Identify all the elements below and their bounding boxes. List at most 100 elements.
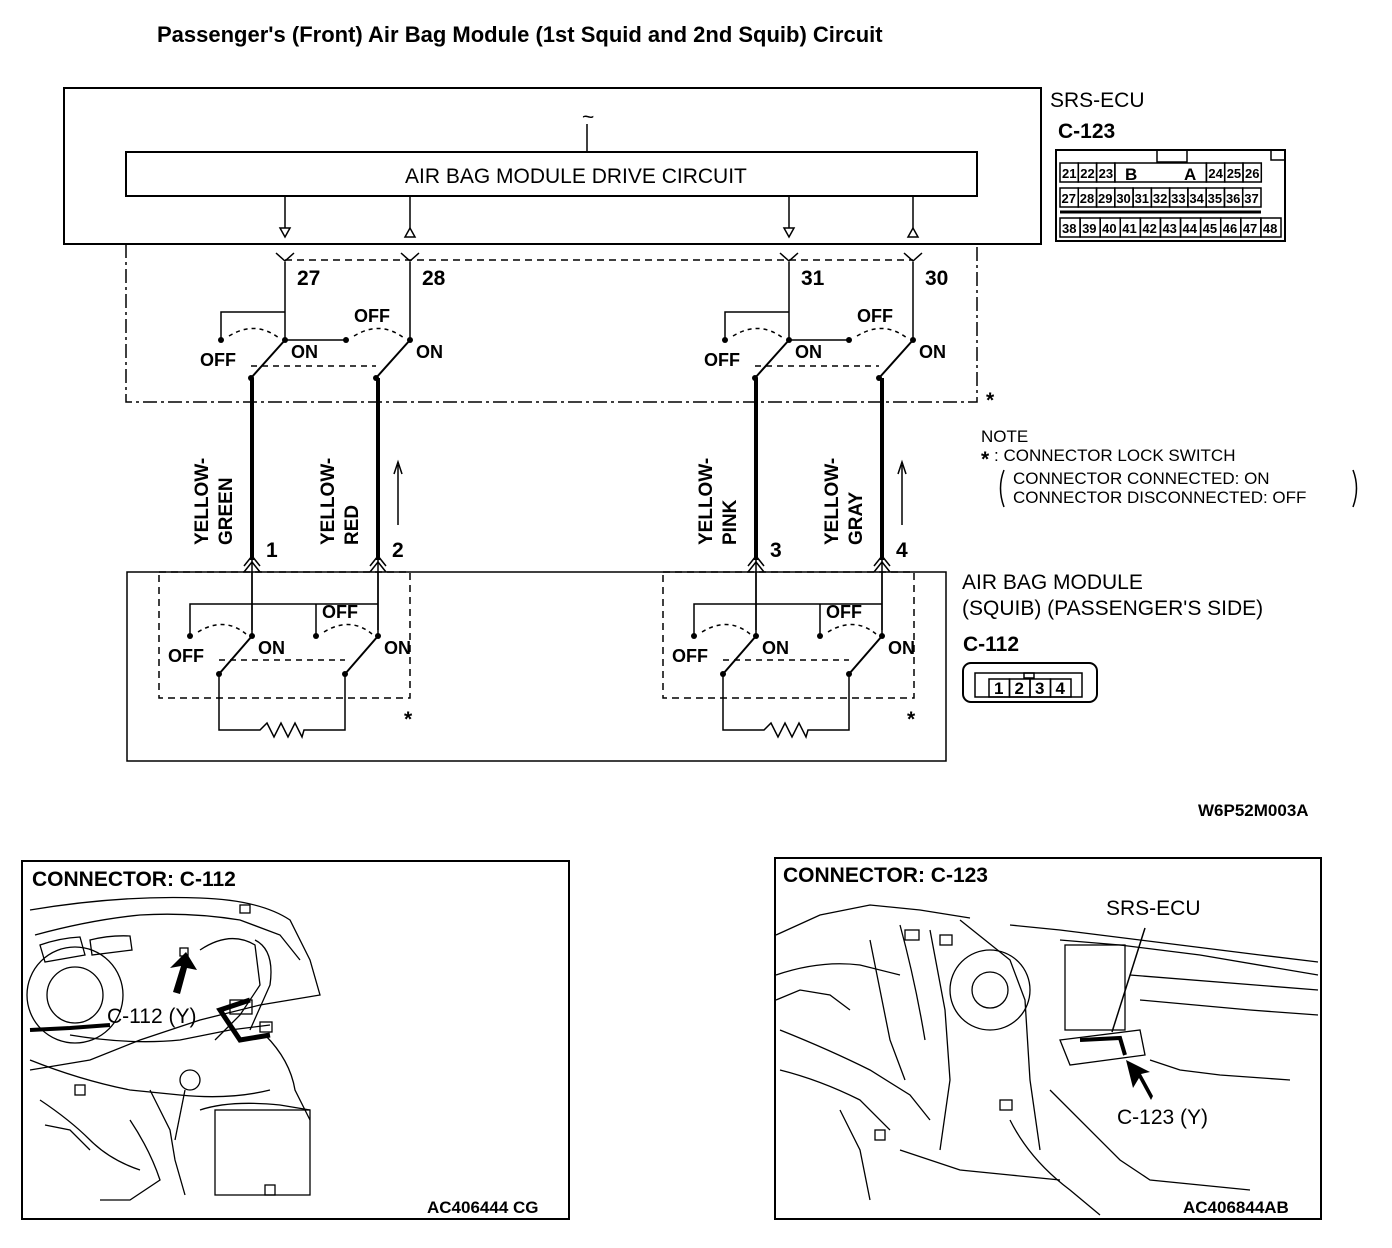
ecu-pin-label: A xyxy=(1184,165,1196,184)
panel-right-callout: C-123 (Y) xyxy=(1117,1106,1208,1129)
connector-c112-panel: CONNECTOR: C-112 xyxy=(21,860,570,1220)
module-lock-asterisk-2: * xyxy=(907,708,916,731)
ecu-terminal-label: 27 xyxy=(297,267,320,290)
module-pin-label: 1 xyxy=(266,539,278,562)
ecu-pin-label: 47 xyxy=(1243,221,1257,236)
switch-throw-arc xyxy=(827,623,877,635)
wire-color-label: PINK xyxy=(720,499,741,545)
ecu-connector-id: C-123 xyxy=(1058,120,1115,143)
ecu-pin-label: 32 xyxy=(1153,191,1167,206)
ecu-tilde: ~ xyxy=(582,106,594,129)
ecu-pin-label: 36 xyxy=(1226,191,1240,206)
wire-color-label: YELLOW- xyxy=(822,458,843,545)
wire-connector-chevron xyxy=(369,554,387,567)
ecu-pin-cell xyxy=(1260,217,1282,238)
ecu-pin-label: 48 xyxy=(1263,221,1277,236)
panel-right-code: AC406844AB xyxy=(1183,1198,1289,1217)
ecu-pin-label: 43 xyxy=(1162,221,1176,236)
dashboard-illustration xyxy=(26,896,321,1201)
switch-throw-arc xyxy=(353,327,405,339)
switch-on-label: ON xyxy=(384,638,411,658)
callout-arrow-icon xyxy=(170,952,197,994)
wire-color-label: YELLOW- xyxy=(192,458,213,545)
ecu-pin-label: 45 xyxy=(1203,221,1217,236)
terminal-fork xyxy=(400,252,420,263)
ecu-pin-cell xyxy=(1242,162,1263,183)
switch-off-label: OFF xyxy=(857,306,893,326)
ecu-pin-label: 25 xyxy=(1227,166,1241,181)
airbag-module-block: * * xyxy=(126,571,947,762)
switch-off-label: OFF xyxy=(354,306,390,326)
note-block: NOTE * : CONNECTOR LOCK SWITCH CONNECTOR… xyxy=(981,427,1358,508)
switch-blade xyxy=(218,635,253,675)
switch-throw-arc xyxy=(701,623,751,635)
switch-on-label: ON xyxy=(762,638,789,658)
ecu-terminal-label: 31 xyxy=(801,267,825,290)
panel-left-heading: CONNECTOR: C-112 xyxy=(32,868,236,891)
switch-blade xyxy=(375,339,411,379)
current-arrow-head xyxy=(897,459,907,475)
switch-off-label: OFF xyxy=(322,602,358,622)
note-line2: CONNECTOR CONNECTED: ON xyxy=(1013,469,1270,488)
note-line1: : CONNECTOR LOCK SWITCH xyxy=(994,446,1235,465)
switch-throw-arc xyxy=(228,327,280,339)
ecu-pin-label: 23 xyxy=(1099,166,1113,181)
ecu-lock-switch-area: * xyxy=(125,244,995,412)
ecu-pin-label: 24 xyxy=(1208,166,1223,181)
ecu-pin-label: 30 xyxy=(1116,191,1130,206)
switch-off-label: OFF xyxy=(672,646,708,666)
ecu-name: SRS-ECU xyxy=(1050,89,1145,112)
panel-right-callout-ecu: SRS-ECU xyxy=(1106,897,1201,920)
ecu-pin-label: 44 xyxy=(1183,221,1198,236)
ecu-pin-label: 22 xyxy=(1080,166,1094,181)
terminal-fork xyxy=(903,252,923,263)
ecu-pin-label: 28 xyxy=(1080,191,1094,206)
connector-c123-panel: CONNECTOR: C-123 xyxy=(774,857,1322,1220)
wire-color-label: YELLOW- xyxy=(696,458,717,545)
ecu-pin-label: 26 xyxy=(1245,166,1259,181)
module-pin-label: 4 xyxy=(896,539,908,562)
module-pin-cell xyxy=(1049,678,1072,698)
wire-connector-chevron xyxy=(873,554,891,567)
panel-left-code: AC406444 CG xyxy=(427,1198,539,1217)
module-pin-label: 3 xyxy=(770,539,782,562)
ecu-pin-label: 42 xyxy=(1142,221,1156,236)
terminal-fork xyxy=(275,252,295,263)
switch-blade xyxy=(878,339,914,379)
ecu-pin-cell xyxy=(1241,187,1262,208)
switch-off-label: OFF xyxy=(826,602,862,622)
ecu-pin-label: 37 xyxy=(1244,191,1258,206)
switch-off-label: OFF xyxy=(704,350,740,370)
ecu-lock-asterisk: * xyxy=(986,389,995,412)
ecu-pin-label: 35 xyxy=(1208,191,1222,206)
switch-on-label: ON xyxy=(258,638,285,658)
switch-on-label: ON xyxy=(291,342,318,362)
ecu-pin-label: 46 xyxy=(1223,221,1237,236)
ecu-pin-label: 34 xyxy=(1189,191,1204,206)
module-pin-label: 2 xyxy=(1015,679,1024,698)
module-connector-key xyxy=(1023,672,1035,679)
wire-color-label: YELLOW- xyxy=(318,458,339,545)
srs-ecu-block: ~ AIR BAG MODULE DRIVE CIRCUIT xyxy=(63,87,1042,245)
switch-throw-arc xyxy=(856,327,908,339)
wire-color-label: GREEN xyxy=(216,477,237,545)
switch-on-label: ON xyxy=(416,342,443,362)
module-connector-id: C-112 xyxy=(963,633,1019,656)
ecu-pin-label: 27 xyxy=(1062,191,1076,206)
callout-arrow-icon xyxy=(1126,1060,1153,1100)
switch-on-label: ON xyxy=(919,342,946,362)
ecu-terminal-label: 28 xyxy=(422,267,446,290)
diagram-title: Passenger's (Front) Air Bag Module (1st … xyxy=(157,22,883,47)
ecu-pin-label: 33 xyxy=(1171,191,1185,206)
panel-left-callout: C-112 (Y) xyxy=(107,1005,196,1028)
wire-color-label: GRAY xyxy=(846,492,867,545)
switch-blade xyxy=(722,635,757,675)
wire-connector-chevron xyxy=(243,554,261,567)
ecu-pin-label: 39 xyxy=(1082,221,1096,236)
switch-blade xyxy=(250,339,286,379)
module-pin-label: 3 xyxy=(1035,679,1044,698)
switch-blade xyxy=(848,635,883,675)
switch-on-label: ON xyxy=(795,342,822,362)
